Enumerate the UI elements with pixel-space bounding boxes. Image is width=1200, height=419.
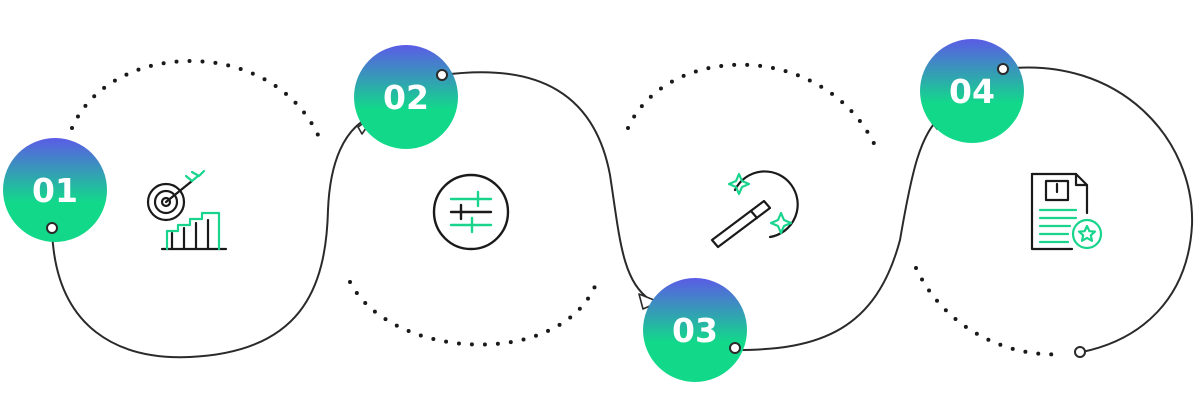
document-star-icon <box>1030 172 1103 251</box>
connector-node-3 <box>729 342 741 354</box>
connector-node-1 <box>46 222 58 234</box>
connector-node-4 <box>997 63 1009 75</box>
step-number: 04 <box>949 72 995 111</box>
connector-line <box>51 66 1194 359</box>
step-badge-02: 02 <box>354 45 458 149</box>
step-number: 03 <box>672 311 718 350</box>
magic-wand-icon <box>710 170 799 249</box>
target-growth-chart-icon <box>146 169 228 251</box>
dotted-arc-bottom-2 <box>348 280 598 347</box>
dotted-arc-top-1 <box>70 59 320 137</box>
step-badge-03: 03 <box>643 278 747 382</box>
step-number: 02 <box>383 78 429 117</box>
sliders-settings-icon <box>432 173 510 251</box>
step-badge-01: 01 <box>3 138 107 242</box>
dotted-arc-bottom-4 <box>914 266 1064 357</box>
connector-node-2 <box>436 69 448 81</box>
step-badge-04: 04 <box>920 39 1024 143</box>
connector-end-node <box>1074 346 1086 358</box>
dotted-arc-top-3 <box>626 62 880 154</box>
step-number: 01 <box>32 171 78 210</box>
